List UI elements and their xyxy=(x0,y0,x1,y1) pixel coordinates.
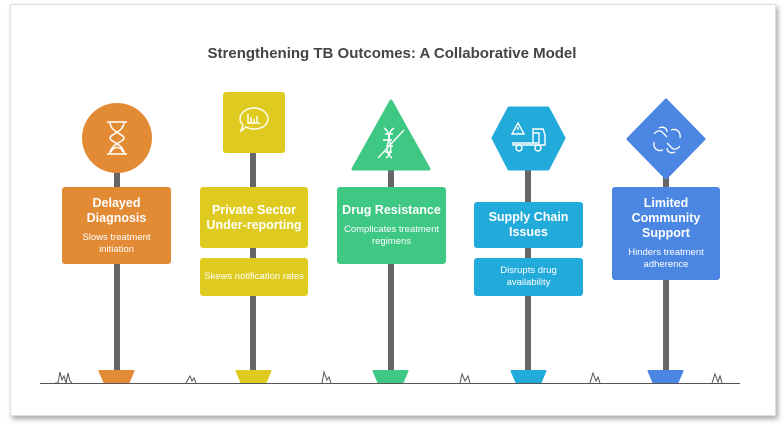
crossed-dna-icon xyxy=(377,127,405,159)
sign-description: Complicates treatment regimens xyxy=(343,224,440,247)
hands-icon xyxy=(653,126,681,154)
sign-description: Hinders treatment adherence xyxy=(628,247,704,270)
sign-base xyxy=(647,370,684,383)
sign-description: Skews notification rates xyxy=(204,271,304,282)
sign-base xyxy=(510,370,547,383)
sign-drug-resistance: Drug Resistance Complicates treatment re… xyxy=(337,187,446,264)
sign-description-plate: Skews notification rates xyxy=(200,258,308,296)
sign-delayed-diagnosis: Delayed Diagnosis Slows treatment initia… xyxy=(62,187,171,264)
sign-description: Slows treatment initiation xyxy=(82,231,151,255)
sign-pole xyxy=(114,170,120,370)
sign-heading: Private Sector Under-reporting xyxy=(206,202,302,232)
sign-description: Disrupts drug availability xyxy=(500,265,557,288)
sign-heading: Drug Resistance xyxy=(342,203,441,217)
sign-pole xyxy=(388,165,394,370)
ground-line xyxy=(40,383,740,384)
sign-private-sector-under-reporting: Private Sector Under-reporting xyxy=(200,187,308,248)
truck-warning-icon xyxy=(511,121,546,152)
sign-head-hexagon xyxy=(491,106,566,171)
sign-head-diamond xyxy=(626,98,706,180)
sign-head-triangle xyxy=(351,99,431,171)
sign-base xyxy=(98,370,135,383)
sign-limited-community-support: Limited Community Support Hinders treatm… xyxy=(612,187,720,280)
sign-heading: Delayed Diagnosis xyxy=(86,195,147,225)
sign-supply-chain-issues: Supply Chain Issues xyxy=(474,202,583,248)
sign-head-circle xyxy=(82,103,152,173)
diagram-title: Strengthening TB Outcomes: A Collaborati… xyxy=(207,45,577,62)
hourglass-icon xyxy=(107,121,127,155)
sign-description-plate: Disrupts drug availability xyxy=(474,258,583,296)
sign-base xyxy=(235,370,272,383)
sign-heading: Supply Chain Issues xyxy=(488,210,569,239)
sign-base xyxy=(372,370,409,383)
sign-heading: Limited Community Support xyxy=(631,196,701,240)
chat-chart-icon xyxy=(239,107,269,134)
